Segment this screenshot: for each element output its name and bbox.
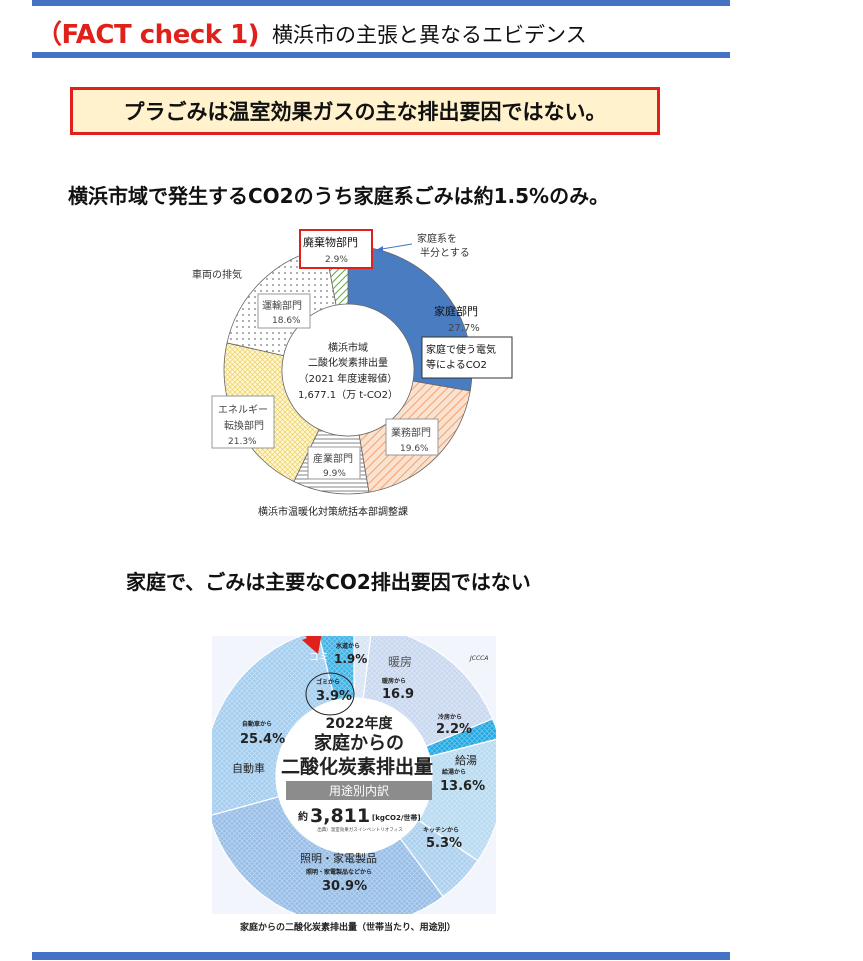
chart2-garbage-value: 3.9% bbox=[316, 689, 352, 704]
chart1-label-industry: 産業部門 9.9% bbox=[307, 446, 361, 480]
chart1-waste-note-line-1: 家庭系を bbox=[417, 232, 457, 245]
chart1-electric-note-line-2: 等によるCO2 bbox=[426, 358, 487, 371]
chart1-label-business-value: 19.6% bbox=[400, 444, 429, 454]
chart2-slice-texture-2 bbox=[426, 718, 496, 757]
chart2-slice-texture-5 bbox=[212, 796, 444, 914]
chart1-label-transport-name: 運輸部門 bbox=[262, 299, 302, 312]
chart2-cooling-value: 2.2% bbox=[436, 722, 472, 737]
chart2-hotwater-value: 13.6% bbox=[440, 779, 485, 794]
chart2-garbage-label: ゴミ bbox=[309, 650, 329, 663]
chart1-label-energy-value: 21.3% bbox=[228, 437, 257, 447]
top-rule bbox=[32, 0, 730, 6]
chart1-source: 横浜市温暖化対策統括本部調整課 bbox=[258, 507, 408, 518]
chart2-year: 2022年度 bbox=[326, 715, 394, 732]
chart1-center-line-1: 横浜市域 bbox=[328, 341, 368, 354]
chart2-lighting-label: 照明・家電製品 bbox=[300, 851, 377, 865]
chart2-slice-texture-0 bbox=[354, 636, 371, 699]
chart2-car-value: 25.4% bbox=[240, 732, 285, 747]
chart2-org: 出典）温室効果ガスインベントリオフィス bbox=[317, 826, 403, 833]
chart2-total: 3,811 bbox=[310, 805, 370, 827]
chart1-label-household: 家庭部門 27.7% bbox=[434, 304, 480, 334]
red-arrow-icon bbox=[302, 636, 322, 654]
chart2-water-name: 水道から bbox=[336, 642, 360, 650]
chart1-label-energy-name-2: 転換部門 bbox=[224, 419, 264, 432]
chart1-center-line-3: （2021 年度速報値） bbox=[299, 372, 398, 385]
chart2-car-label: 自動車 bbox=[232, 761, 265, 775]
chart1-car-note: 車両の排気 bbox=[192, 268, 242, 281]
chart2-slice-texture-6 bbox=[212, 636, 336, 816]
chart1-label-waste-name: 廃棄物部門 bbox=[303, 235, 358, 249]
claim-heading-1: 横浜市域で発生するCO2のうち家庭系ごみは約1.5%のみ。 bbox=[68, 184, 610, 208]
chart2-unit: [kgCO2/世帯] bbox=[372, 813, 421, 822]
chart1-label-transport: 運輸部門 18.6% bbox=[257, 293, 311, 329]
chart2-water-value: 1.9% bbox=[334, 652, 367, 666]
chart1-label-household-value: 27.7% bbox=[448, 323, 480, 334]
chart2-slice-texture-3 bbox=[418, 739, 496, 861]
chart2-hotwater-name: 給湯から bbox=[442, 768, 466, 776]
chart2-slice-texture-7 bbox=[319, 636, 354, 701]
page-subtitle: 横浜市の主張と異なるエビデンス bbox=[272, 23, 587, 47]
chart2-slice-texture-1 bbox=[363, 636, 493, 747]
chart1-label-business: 業務部門 19.6% bbox=[385, 418, 439, 456]
chart1-waste-note-line-2: 半分とする bbox=[420, 246, 470, 259]
chart2-garbage-circle bbox=[305, 672, 355, 716]
claim-heading-2: 家庭で、ごみは主要なCO2排出要因ではない bbox=[126, 570, 531, 594]
chart2-center-bar bbox=[286, 781, 432, 800]
chart2-center-line2: 二酸化炭素排出量 bbox=[281, 755, 433, 778]
chart1-label-industry-name: 産業部門 bbox=[313, 452, 353, 465]
chart2-center-line1: 家庭からの bbox=[314, 732, 404, 754]
chart2-hotwater-label: 給湯 bbox=[455, 753, 477, 767]
chart1-label-business-name: 業務部門 bbox=[391, 426, 431, 439]
yokohama-co2-donut-chart: 横浜市域 二酸化炭素排出量 （2021 年度速報値） 1,677.1（万 t-C… bbox=[192, 229, 513, 495]
chart1-center-line-2: 二酸化炭素排出量 bbox=[308, 356, 388, 369]
chart2-car-name: 自動車から bbox=[242, 720, 272, 728]
chart1-label-waste-value: 2.9% bbox=[325, 255, 348, 265]
page-title: （FACT check 1) bbox=[36, 20, 260, 50]
chart1-center-line-4: 1,677.1（万 t-CO2） bbox=[298, 389, 398, 401]
chart2-kitchen-name: キッチンから bbox=[423, 826, 459, 834]
chart2-slice-texture-4 bbox=[400, 820, 478, 897]
chart2-lighting-value: 30.9% bbox=[322, 879, 367, 894]
chart2-garbage-name: ゴミから bbox=[316, 678, 340, 686]
header-rule bbox=[32, 52, 730, 58]
household-co2-donut-chart: 2022年度 家庭からの 二酸化炭素排出量 用途別内訳 約 3,811 [kgC… bbox=[212, 636, 496, 914]
chart1-label-household-name: 家庭部門 bbox=[434, 304, 478, 318]
chart1-electric-note: 家庭で使う電気 等によるCO2 bbox=[421, 336, 513, 379]
chart2-kitchen-value: 5.3% bbox=[426, 836, 462, 851]
chart1-center-text: 横浜市域 二酸化炭素排出量 （2021 年度速報値） 1,677.1（万 t-C… bbox=[298, 341, 398, 401]
chart1-label-industry-value: 9.9% bbox=[323, 469, 346, 479]
chart2-source: 家庭からの二酸化炭素排出量（世帯当たり、用途別） bbox=[240, 923, 456, 933]
chart2-logo: JCCCA bbox=[469, 655, 488, 662]
chart2-heating-name: 暖房から bbox=[382, 677, 406, 685]
chart2-heating-value: 16.9 bbox=[382, 687, 414, 702]
chart2-center-hole bbox=[276, 698, 432, 854]
chart1-label-energy-name-1: エネルギー bbox=[218, 404, 268, 416]
chart1-label-energy: エネルギー 転換部門 21.3% bbox=[211, 395, 275, 449]
chart1-electric-note-line-1: 家庭で使う電気 bbox=[426, 343, 496, 356]
chart2-center-bar-label: 用途別内訳 bbox=[329, 783, 389, 798]
chart1-waste-note: 家庭系を 半分とする bbox=[375, 232, 470, 259]
chart1-label-transport-value: 18.6% bbox=[272, 316, 301, 326]
chart1-label-waste: 廃棄物部門 2.9% bbox=[299, 229, 373, 269]
chart2-lighting-name: 照明・家電製品などから bbox=[306, 868, 372, 876]
chart2-slices bbox=[212, 636, 496, 914]
claim-banner: プラごみは温室効果ガスの主な排出要因ではない。 bbox=[70, 87, 660, 135]
chart2-cooling-name: 冷房から bbox=[438, 713, 462, 721]
chart2-total-prefix: 約 bbox=[298, 810, 308, 823]
bottom-rule bbox=[32, 952, 730, 960]
chart2-heating-label: 暖房 bbox=[388, 654, 412, 669]
